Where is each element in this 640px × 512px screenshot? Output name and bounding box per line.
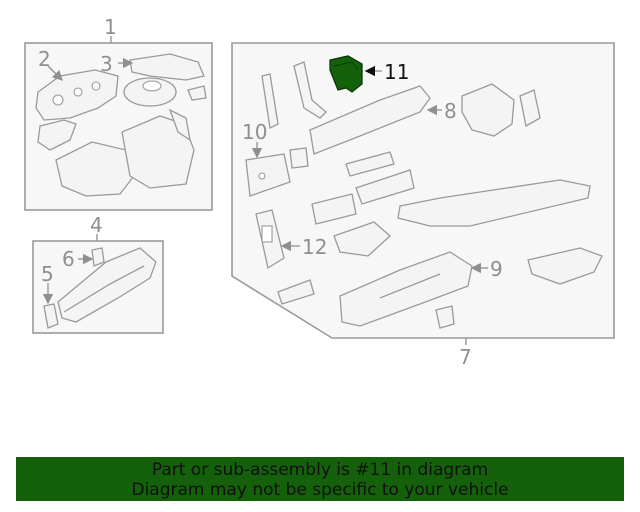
banner-line-1: Part or sub-assembly is #11 in diagram [151,460,489,480]
callout-7: 7 [459,345,472,369]
part-7-rail[interactable] [311,179,591,257]
part-1-lower[interactable] [55,108,195,197]
part-5[interactable] [43,303,59,329]
part-2[interactable] [35,69,119,151]
banner-line-2: Diagram may not be specific to your vehi… [131,480,509,500]
part-6[interactable] [91,247,105,267]
part-7-upper[interactable] [261,61,415,205]
callout-2: 2 [38,47,51,71]
callout-8: 8 [444,99,457,123]
callout-6: 6 [62,247,75,271]
callout-10: 10 [242,120,267,144]
part-3[interactable] [123,53,207,107]
callout-5: 5 [41,262,54,286]
part-7-lower[interactable] [277,247,603,329]
parts-diagram: 1 2 3 4 [24,15,615,369]
part-11[interactable] [329,55,363,93]
callout-1: 1 [104,15,117,39]
part-9[interactable] [339,251,473,327]
callout-12: 12 [302,235,327,259]
group-4-box: 4 6 5 [32,213,164,334]
part-12[interactable] [255,209,285,270]
info-banner: Part or sub-assembly is #11 in diagram D… [16,457,624,501]
part-4-rail[interactable] [57,247,157,323]
part-8[interactable] [309,83,541,155]
callout-11: 11 [384,60,409,84]
part-10[interactable] [245,147,309,197]
callout-3: 3 [100,52,113,76]
group-7-box: 7 11 8 10 [231,42,615,369]
group-1-box: 1 2 3 [24,15,213,211]
callout-4: 4 [90,213,103,237]
callout-9: 9 [490,257,503,281]
